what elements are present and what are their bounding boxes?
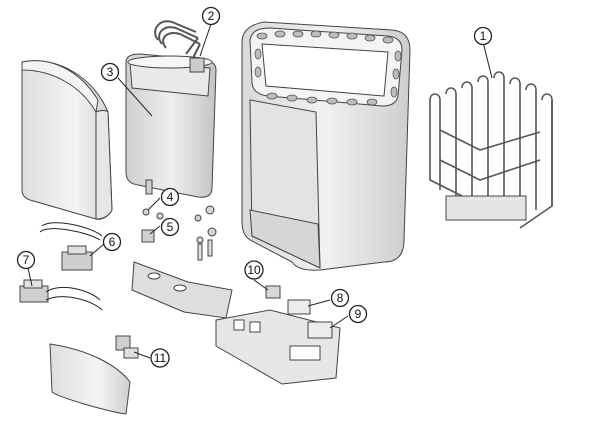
control-base: [215, 309, 341, 385]
mounting-bracket: [131, 261, 233, 319]
valve: [115, 335, 139, 359]
callout-4: 4: [160, 187, 180, 207]
vent-holes: [254, 30, 402, 106]
svg-text:11: 11: [154, 351, 167, 365]
heating-element-connector: [39, 222, 103, 271]
terminal-block: [19, 279, 103, 311]
water-reservoir: [125, 53, 217, 198]
side-panel: [21, 60, 113, 220]
callout-10: 10: [244, 260, 264, 280]
single-heating-element: [154, 20, 205, 73]
svg-text:3: 3: [107, 65, 114, 79]
svg-text:1: 1: [480, 29, 487, 43]
svg-text:4: 4: [167, 190, 174, 204]
callout-11: 11: [150, 348, 170, 368]
relay: [287, 299, 333, 339]
callout-9: 9: [348, 304, 368, 324]
svg-text:7: 7: [23, 253, 30, 267]
callout-6: 6: [102, 232, 122, 252]
callout-1: 1: [473, 26, 493, 46]
svg-text:6: 6: [109, 235, 116, 249]
svg-text:5: 5: [167, 220, 174, 234]
washers: [142, 205, 217, 261]
front-plate: [49, 343, 131, 415]
leader-lines: [27, 23, 493, 359]
callout-5: 5: [160, 217, 180, 237]
svg-text:8: 8: [337, 291, 344, 305]
svg-text:10: 10: [247, 263, 261, 277]
svg-text:2: 2: [208, 9, 215, 23]
callout-7: 7: [16, 250, 36, 270]
callout-2: 2: [201, 6, 221, 26]
heater-body: [241, 21, 411, 271]
heating-element-array: [429, 71, 553, 229]
switch: [265, 285, 281, 299]
callout-8: 8: [330, 288, 350, 308]
svg-text:9: 9: [355, 307, 362, 321]
callout-3: 3: [100, 62, 120, 82]
